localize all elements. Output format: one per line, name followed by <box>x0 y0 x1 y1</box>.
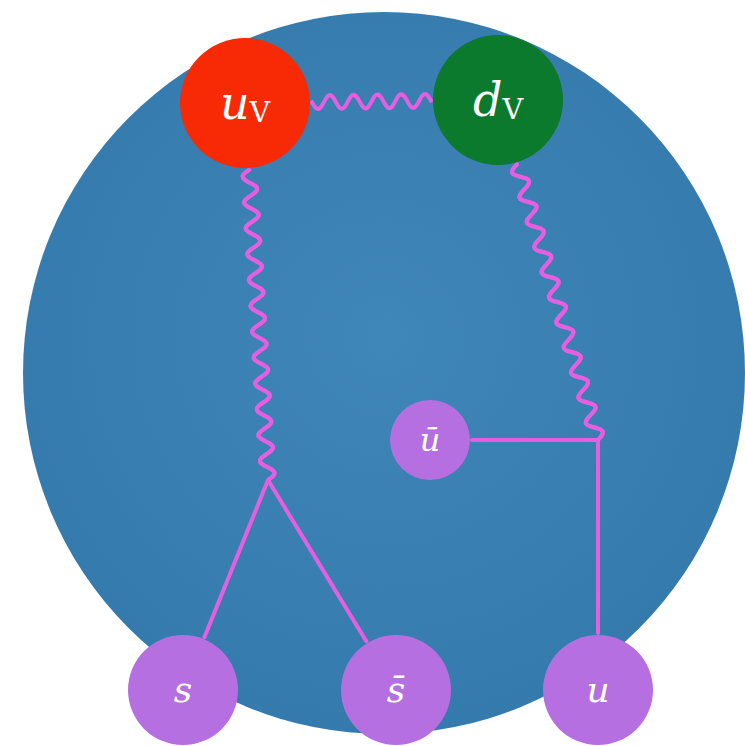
parton-circle: u <box>543 635 653 745</box>
quark-label: s̄ <box>387 672 405 708</box>
parton-circle: s̄ <box>341 635 451 745</box>
proton-body <box>23 12 745 734</box>
gluon-line <box>512 164 603 633</box>
parton-circle: dV <box>433 35 563 165</box>
quark-label: ū <box>420 424 441 456</box>
quark-subscript: V <box>502 96 523 125</box>
quark-label: u <box>586 672 609 708</box>
quark-label: s <box>174 672 192 708</box>
parton-circle: uV <box>180 38 310 168</box>
quark-label: u <box>220 80 250 126</box>
quark-label: d <box>473 77 502 123</box>
gluon-line <box>312 94 431 109</box>
parton-circle: s <box>128 635 238 745</box>
quark-subscript: V <box>250 99 271 128</box>
parton-circle: ū <box>390 400 470 480</box>
gluon-line <box>243 170 367 641</box>
